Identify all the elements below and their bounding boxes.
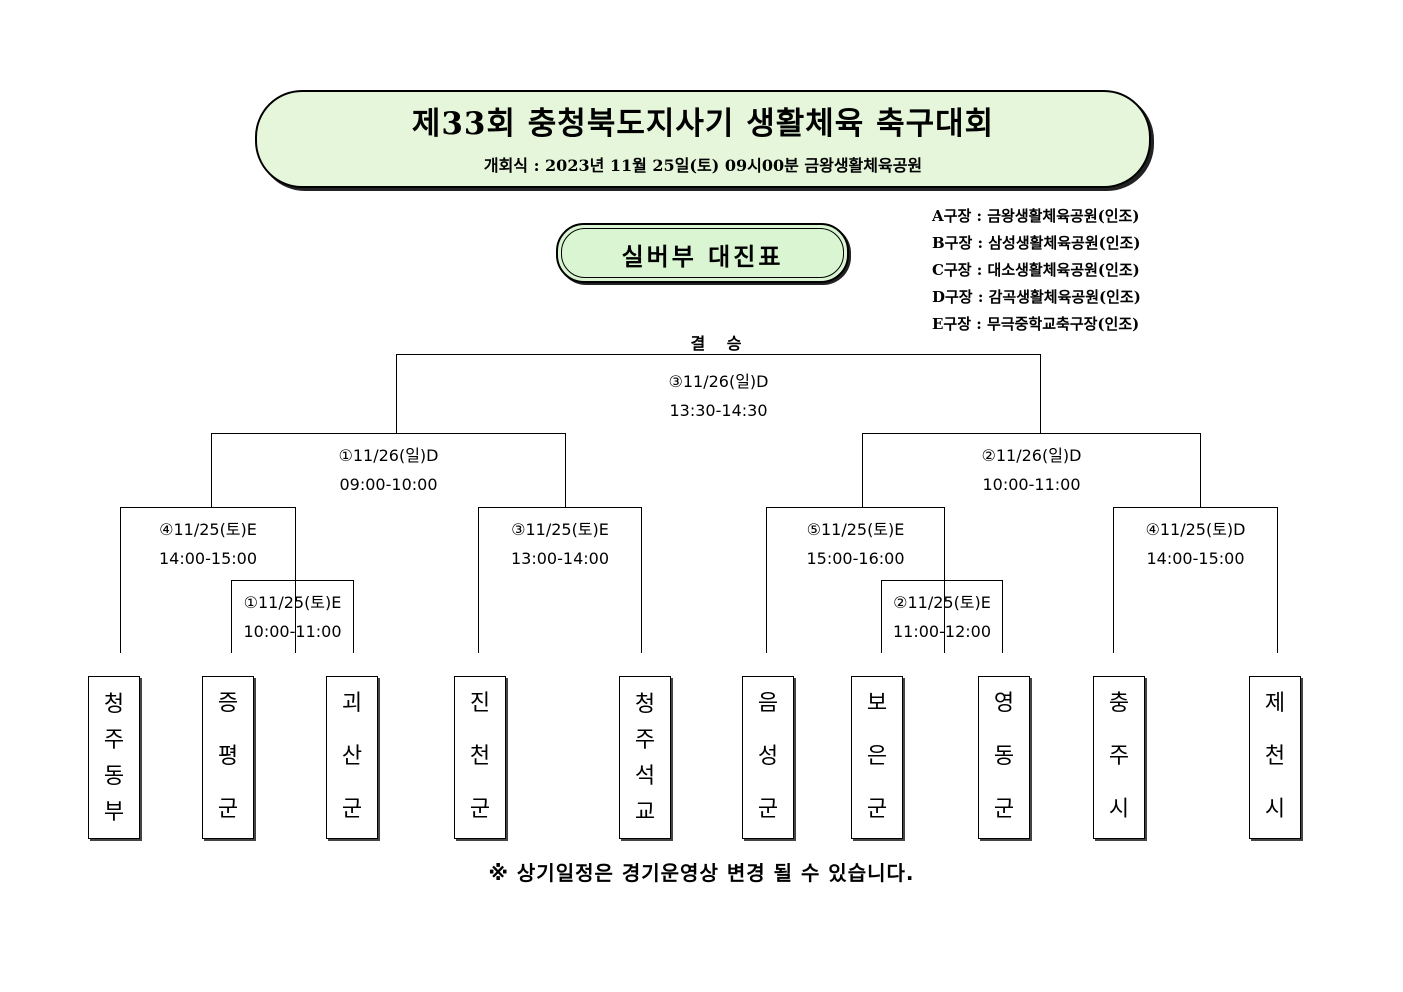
match-time: 13:00-14:00 bbox=[511, 549, 609, 568]
match-date: ①11/26(일)D bbox=[338, 446, 439, 465]
team-char: 음 bbox=[757, 691, 779, 716]
team-box: 청 주 석 교 bbox=[619, 676, 671, 839]
venue-item: E구장 : 무극중학교축구장(인조) bbox=[932, 315, 1140, 333]
team-char: 부 bbox=[103, 800, 125, 825]
match-semi-right: ②11/26(일)D 10:00-11:00 bbox=[862, 433, 1201, 508]
team-char: 제 bbox=[1264, 691, 1286, 716]
match-time: 15:00-16:00 bbox=[806, 549, 905, 568]
opening-ceremony-info: 개회식 : 2023년 11월 25일(토) 09시00분 금왕생활체육공원 bbox=[483, 156, 923, 175]
team-char: 교 bbox=[634, 800, 656, 825]
tournament-title: 제33회 충청북도지사기 생활체육 축구대회 bbox=[411, 106, 995, 142]
match-final: ③11/26(일)D 13:30-14:30 bbox=[396, 354, 1041, 434]
team-char: 청 bbox=[634, 692, 656, 717]
team-box: 보 은 군 bbox=[851, 676, 903, 839]
team-char: 주 bbox=[1108, 744, 1130, 769]
match-time: 11:00-12:00 bbox=[893, 622, 991, 641]
team-char: 영 bbox=[993, 691, 1015, 716]
team-char: 천 bbox=[469, 744, 491, 769]
match-time: 10:00-11:00 bbox=[982, 475, 1081, 494]
team-char: 보 bbox=[866, 691, 888, 716]
match-time: 14:00-15:00 bbox=[159, 549, 257, 568]
final-label: 결 승 bbox=[690, 334, 750, 353]
match-date: ⑤11/25(토)E bbox=[806, 520, 905, 539]
match-date: ③11/25(토)E bbox=[511, 520, 609, 539]
team-char: 군 bbox=[866, 797, 888, 822]
team-box: 영 동 군 bbox=[978, 676, 1030, 839]
division-title-box: 실버부 대진표 bbox=[556, 223, 849, 283]
team-box: 충 주 시 bbox=[1093, 676, 1145, 839]
team-char: 동 bbox=[103, 764, 125, 789]
match-time: 10:00-11:00 bbox=[243, 622, 342, 641]
team-box: 괴 산 군 bbox=[326, 676, 378, 839]
team-char: 군 bbox=[469, 797, 491, 822]
match-time: 14:00-15:00 bbox=[1146, 549, 1245, 568]
team-char: 주 bbox=[634, 728, 656, 753]
match-date: ①11/25(토)E bbox=[243, 593, 342, 612]
match-date: ④11/25(토)D bbox=[1145, 520, 1246, 539]
team-char: 동 bbox=[993, 744, 1015, 769]
schedule-change-notice: ※ 상기일정은 경기운영상 변경 될 수 있습니다. bbox=[488, 861, 915, 885]
match-quarterfinal-4: ④11/25(토)D 14:00-15:00 bbox=[1113, 507, 1278, 653]
match-date: ②11/26(일)D bbox=[981, 446, 1082, 465]
match-date: ③11/26(일)D bbox=[668, 372, 769, 391]
match-time: 13:30-14:30 bbox=[669, 401, 768, 420]
team-box: 진 천 군 bbox=[454, 676, 506, 839]
team-char: 은 bbox=[866, 744, 888, 769]
team-char: 군 bbox=[341, 797, 363, 822]
match-date: ④11/25(토)E bbox=[159, 520, 257, 539]
team-char: 군 bbox=[757, 797, 779, 822]
match-semi-left: ①11/26(일)D 09:00-10:00 bbox=[211, 433, 566, 508]
team-box: 증 평 군 bbox=[202, 676, 254, 839]
team-char: 산 bbox=[341, 744, 363, 769]
team-box: 제 천 시 bbox=[1249, 676, 1301, 839]
venue-item: D구장 : 감곡생활체육공원(인조) bbox=[932, 288, 1141, 306]
team-char: 평 bbox=[217, 744, 239, 769]
team-box: 음 성 군 bbox=[742, 676, 794, 839]
team-char: 괴 bbox=[341, 691, 363, 716]
venue-list: A구장 : 금왕생활체육공원(인조) B구장 : 삼성생활체육공원(인조) C구… bbox=[932, 203, 1141, 338]
match-date: ②11/25(토)E bbox=[893, 593, 991, 612]
team-char: 충 bbox=[1108, 691, 1130, 716]
team-box: 청 주 동 부 bbox=[88, 676, 140, 839]
venue-item: B구장 : 삼성생활체육공원(인조) bbox=[932, 234, 1141, 252]
team-char: 청 bbox=[103, 692, 125, 717]
team-char: 석 bbox=[634, 764, 656, 789]
team-char: 군 bbox=[217, 797, 239, 822]
team-char: 시 bbox=[1264, 797, 1286, 822]
team-char: 증 bbox=[217, 691, 239, 716]
team-char: 주 bbox=[103, 728, 125, 753]
match-time: 09:00-10:00 bbox=[339, 475, 438, 494]
team-char: 군 bbox=[993, 797, 1015, 822]
team-char: 시 bbox=[1108, 797, 1130, 822]
division-title: 실버부 대진표 bbox=[621, 242, 784, 271]
team-char: 성 bbox=[757, 744, 779, 769]
match-quarterfinal-3: ⑤11/25(토)E 15:00-16:00 bbox=[766, 507, 945, 653]
tournament-banner: 제33회 충청북도지사기 생활체육 축구대회 개회식 : 2023년 11월 2… bbox=[255, 90, 1151, 188]
venue-item: C구장 : 대소생활체육공원(인조) bbox=[932, 261, 1140, 279]
team-char: 천 bbox=[1264, 744, 1286, 769]
match-round1-right: ②11/25(토)E 11:00-12:00 bbox=[881, 580, 1003, 653]
venue-item: A구장 : 금왕생활체육공원(인조) bbox=[932, 207, 1140, 225]
match-quarterfinal-2: ③11/25(토)E 13:00-14:00 bbox=[478, 507, 642, 653]
team-char: 진 bbox=[469, 691, 491, 716]
match-quarterfinal-1: ④11/25(토)E 14:00-15:00 bbox=[120, 507, 296, 653]
match-round1-left: ①11/25(토)E 10:00-11:00 bbox=[231, 580, 354, 653]
